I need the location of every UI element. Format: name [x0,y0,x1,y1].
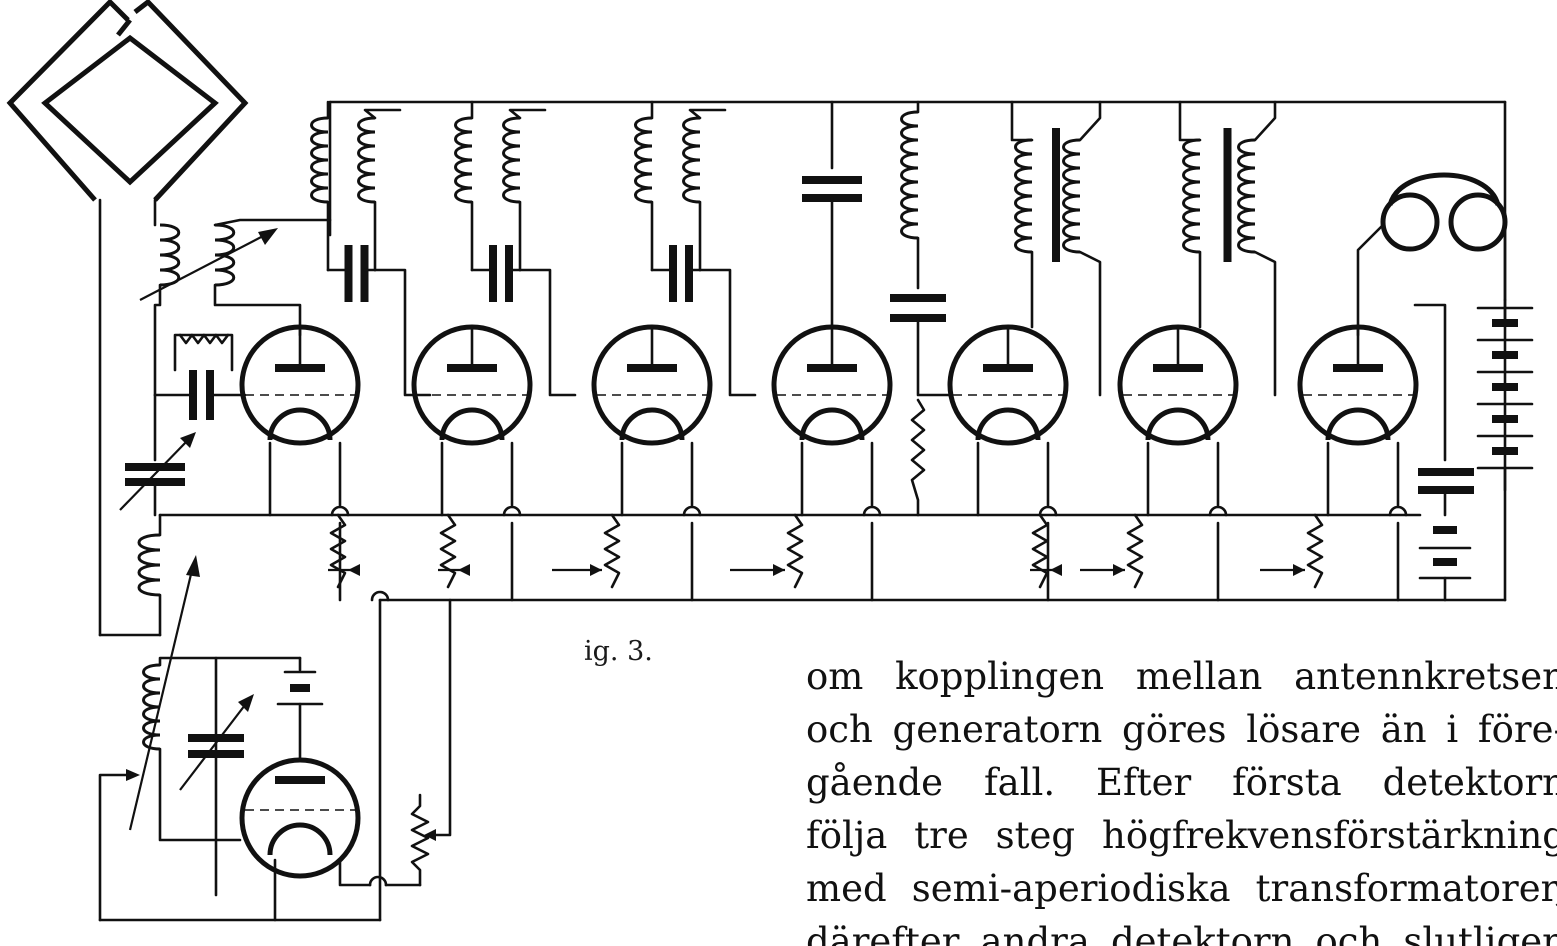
wire-crossover [502,505,522,517]
wire [363,108,402,120]
filament-rheostat [603,513,621,589]
loop-antenna [6,0,249,637]
wire-crossover [1388,505,1408,517]
filament-rheostat [329,513,347,589]
oscillator-pickup-coil [128,513,200,831]
rheostat-arrow [458,564,470,576]
rheostat-arrow [348,564,360,576]
text-line: följa tre steg högfrekvensförstärkning [806,814,1557,857]
rheostat-arrow [773,564,785,576]
tube-stages [239,100,1419,602]
grid-lead [373,268,432,397]
wire [1010,100,1034,142]
rheostat-arrow [1293,564,1305,576]
tuning-capacitor [119,393,196,517]
grid-leak-capacitor [153,333,247,420]
inductor-coil [1237,138,1256,254]
tube-filament [1325,407,1391,441]
wire [688,108,727,120]
wire-crossover [682,505,702,517]
tube-filament [267,407,333,441]
inductor-coil [1062,138,1081,254]
headphones [1356,172,1508,337]
grid-leak-resistor [910,398,926,517]
inductor-coil [1014,138,1033,254]
filament-rheostat [439,513,457,589]
wire [508,108,547,120]
text-line: därefter andra detektorn och slutligen [806,920,1557,946]
inductor-coil [357,116,376,204]
oscillator-stage [98,590,452,922]
wire [1253,100,1277,142]
wire-crossover [862,505,882,517]
text-line: med semi-aperiodiska transformatorer, [806,867,1557,910]
filament-rheostat [1306,513,1324,589]
plate-battery [1476,298,1534,492]
grid-lead [698,268,757,397]
body-paragraph: om kopplingen mellan antennkretsen och g… [806,650,1557,946]
inductor-coil [502,116,521,204]
wire-crossover [1038,505,1058,517]
inductor-coil [900,110,919,240]
inductor-coil [1182,138,1201,254]
tube-filament [975,407,1041,441]
wire [1078,100,1102,142]
rheostat-arrow [590,564,602,576]
grid-lead [1078,250,1102,397]
filament-rheostat [786,513,804,589]
tube-filament [799,407,865,441]
tube-filament [439,407,505,441]
wire [1178,100,1202,142]
wire-crossover [1208,505,1228,517]
inductor-coil [634,116,653,204]
inductor-coil [682,116,701,204]
antenna-variocoupler [139,218,332,397]
rheostat-arrow [1113,564,1125,576]
tube-filament [619,407,685,441]
figure-caption: ig. 3. [584,636,653,667]
inductor-coil [310,116,329,204]
filament-rheostat [1031,513,1049,589]
tube-filament [1145,407,1211,441]
bypass-and-filament-battery [1413,303,1474,602]
text-line: om kopplingen mellan antennkretsen [806,655,1557,698]
text-line: och generatorn göres lösare än i före- [806,708,1557,751]
grid-lead [1253,250,1277,397]
rheostat-arrow [1050,564,1062,576]
filament-rheostat [1126,513,1144,589]
inductor-coil [454,116,473,204]
text-line: gående fall. Efter första detektorn [806,761,1557,804]
wire-crossover [330,505,350,517]
grid-lead [518,268,577,397]
wire [916,316,952,397]
